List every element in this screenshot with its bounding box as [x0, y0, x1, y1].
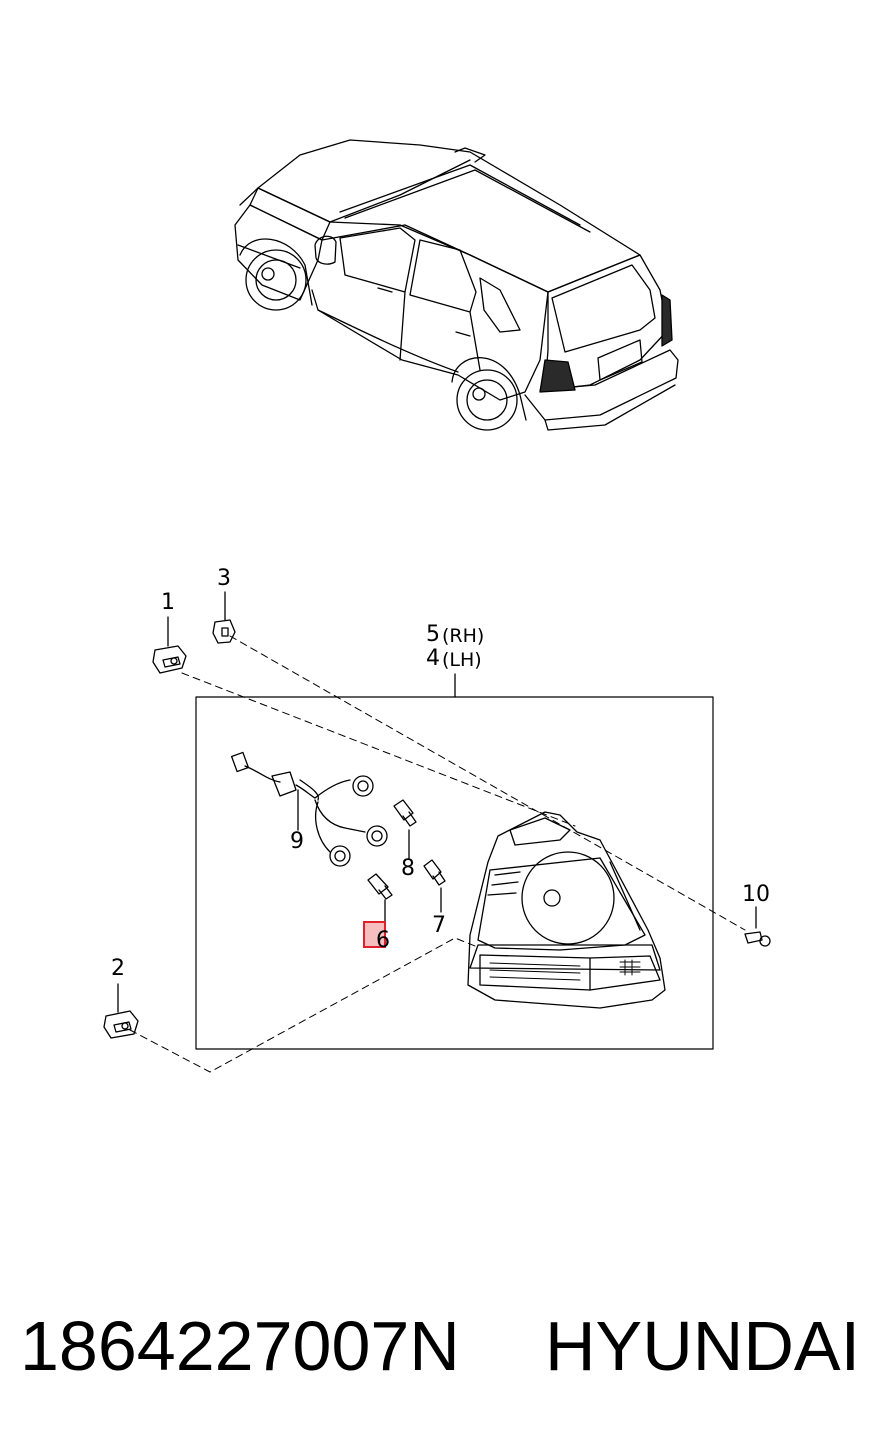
brand-name: HYUNDAI	[545, 1307, 861, 1385]
part-2-socket	[103, 983, 139, 1039]
part-9-wiring-harness	[230, 751, 388, 867]
highlight-box-6	[363, 921, 386, 948]
callout-1: 1	[161, 590, 175, 615]
part-8-bulb	[393, 799, 417, 859]
callout-6: 6	[376, 928, 390, 953]
callout-2: 2	[111, 956, 125, 981]
callout-7: 7	[432, 913, 446, 938]
part-1-socket	[152, 616, 187, 674]
callout-3: 3	[217, 566, 231, 591]
part-6-bulb	[367, 873, 393, 923]
part-number: 1864227007N	[20, 1307, 460, 1385]
part-7-bulb	[423, 859, 446, 913]
callout-9: 9	[290, 829, 304, 854]
callout-4: 4	[426, 646, 440, 671]
vehicle-illustration	[234, 139, 679, 431]
tail-lamp-assembly	[467, 811, 666, 1009]
callout-4-side: (LH)	[442, 649, 482, 671]
dashed-relations	[129, 635, 746, 1073]
assembly-frame	[195, 696, 714, 1050]
vehicle-tail-lamp-left	[539, 359, 576, 393]
callout-5: 5	[426, 622, 440, 647]
callout-8: 8	[401, 856, 415, 881]
vehicle-tail-lamp-right	[661, 294, 673, 347]
callout-5-side: (RH)	[442, 625, 485, 647]
part-10-screw	[744, 906, 771, 947]
callout-10: 10	[742, 882, 770, 907]
part-3-clip	[212, 591, 236, 644]
